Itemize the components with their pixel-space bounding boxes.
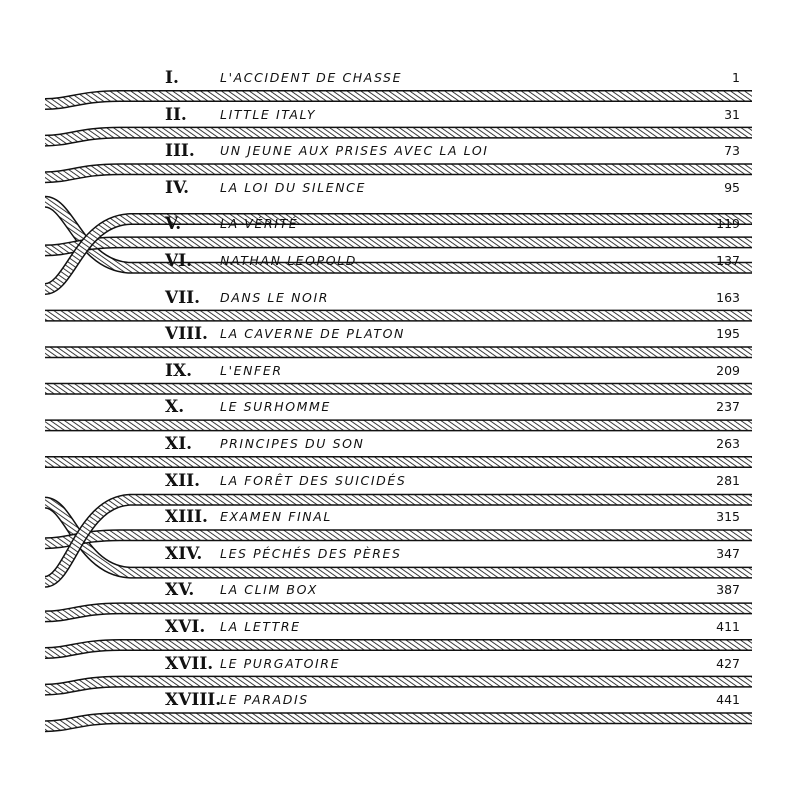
chapter-page-number: 281 [716,472,740,488]
toc-entry[interactable]: I. L'ACCIDENT DE CHASSE 1 [150,65,740,91]
chapter-title: LA LOI DU SILENCE [220,179,366,195]
toc-entry[interactable]: VI. NATHAN LEOPOLD 137 [150,248,740,274]
chapter-title: LITTLE ITALY [220,106,317,122]
chapter-numeral: XVI. [165,617,206,637]
chapter-numeral: XI. [165,434,193,454]
chapter-page-number: 95 [724,179,740,195]
toc-entry[interactable]: XII. LA FORÊT DES SUICIDÉS 281 [150,468,740,494]
chapter-page-number: 387 [716,582,740,598]
rope-strand [44,677,752,695]
chapter-numeral: IV. [165,177,190,198]
chapter-numeral: III. [165,141,195,162]
chapter-numeral: XVII. [165,653,214,674]
chapter-numeral: XVIII. [165,690,222,711]
toc-entry[interactable]: XVI. LA LETTRE 411 [150,614,740,640]
chapter-title: L'ACCIDENT DE CHASSE [220,70,403,85]
chapter-numeral: V. [165,214,182,235]
toc-entry[interactable]: XIII. EXAMEN FINAL 315 [150,504,740,530]
chapter-numeral: XIV. [165,543,203,564]
chapter-numeral: XII. [165,470,201,491]
toc-entry[interactable]: X. LE SURHOMME 237 [150,394,740,420]
chapter-page-number: 1 [732,70,740,85]
rope-strand [43,495,752,587]
chapter-page-number: 195 [716,326,740,342]
chapter-page-number: 209 [716,362,740,378]
chapter-page-number: 31 [724,106,740,122]
chapter-title: LES PÉCHÉS DES PÈRES [220,545,402,561]
chapter-numeral: VIII. [165,324,208,345]
chapter-numeral: IX. [165,360,193,381]
chapter-numeral: X. [165,397,185,418]
toc-entry[interactable]: V. LA VÉRITÉ 119 [150,211,740,237]
rope-strand [44,603,752,621]
chapter-page-number: 263 [716,436,740,451]
toc-entry[interactable]: XV. LA CLIM BOX 387 [150,577,740,603]
chapter-page-number: 441 [716,692,740,708]
chapter-title: L'ENFER [220,362,283,378]
rope-strand [44,640,752,658]
rope-bands [43,90,752,733]
rope-strand [44,713,752,731]
chapter-title: LA CLIM BOX [220,582,318,598]
chapter-title: LA LETTRE [220,619,301,634]
chapter-title: NATHAN LEOPOLD [220,253,357,268]
rope-strand [44,164,752,182]
chapter-title: LA FORÊT DES SUICIDÉS [220,472,407,488]
chapter-page-number: 163 [716,289,740,305]
chapter-page-number: 411 [716,619,740,634]
toc-entry[interactable]: III. UN JEUNE AUX PRISES AVEC LA LOI 73 [150,138,740,164]
chapter-page-number: 237 [716,399,740,415]
chapter-title: EXAMEN FINAL [220,509,332,525]
rope-strand [44,214,752,294]
chapter-title: DANS LE NOIR [220,289,330,305]
toc-entry[interactable]: XIV. LES PÉCHÉS DES PÈRES 347 [150,541,740,567]
toc-entry[interactable]: XVIII.LE PARADIS 441 [150,687,740,713]
chapter-title: LE PARADIS [220,692,309,708]
toc-entry[interactable]: IV. LA LOI DU SILENCE 95 [150,175,740,201]
chapter-page-number: 427 [716,655,740,671]
chapter-numeral: VI. [165,251,193,271]
chapter-title: LA CAVERNE DE PLATON [220,326,405,342]
chapter-title: LA VÉRITÉ [220,216,299,232]
toc-entry[interactable]: XVII. LE PURGATOIRE 427 [150,651,740,677]
chapter-page-number: 137 [716,253,740,268]
toc-entry[interactable]: VII. DANS LE NOIR 163 [150,285,740,311]
chapter-numeral: II. [165,104,187,125]
chapter-page-number: 119 [716,216,740,232]
chapter-numeral: XV. [165,580,195,601]
rope-strand [44,197,752,273]
chapter-title: LE PURGATOIRE [220,655,341,671]
chapter-title: LE SURHOMME [220,399,331,415]
chapter-numeral: I. [165,68,179,88]
rope-strand [44,128,752,146]
chapter-page-number: 73 [724,143,740,159]
toc-entry[interactable]: II. LITTLE ITALY 31 [150,102,740,128]
rope-strand [44,91,752,109]
toc-entry[interactable]: IX. L'ENFER 209 [150,358,740,384]
chapter-numeral: VII. [165,287,201,308]
toc-entry[interactable]: VIII. LA CAVERNE DE PLATON 195 [150,321,740,347]
chapter-page-number: 315 [716,509,740,525]
chapter-title: UN JEUNE AUX PRISES AVEC LA LOI [220,143,489,159]
chapter-title: PRINCIPES DU SON [220,436,365,451]
chapter-page-number: 347 [716,545,740,561]
chapter-numeral: XIII. [165,507,208,528]
toc-entry[interactable]: XI. PRINCIPES DU SON 263 [150,431,740,457]
